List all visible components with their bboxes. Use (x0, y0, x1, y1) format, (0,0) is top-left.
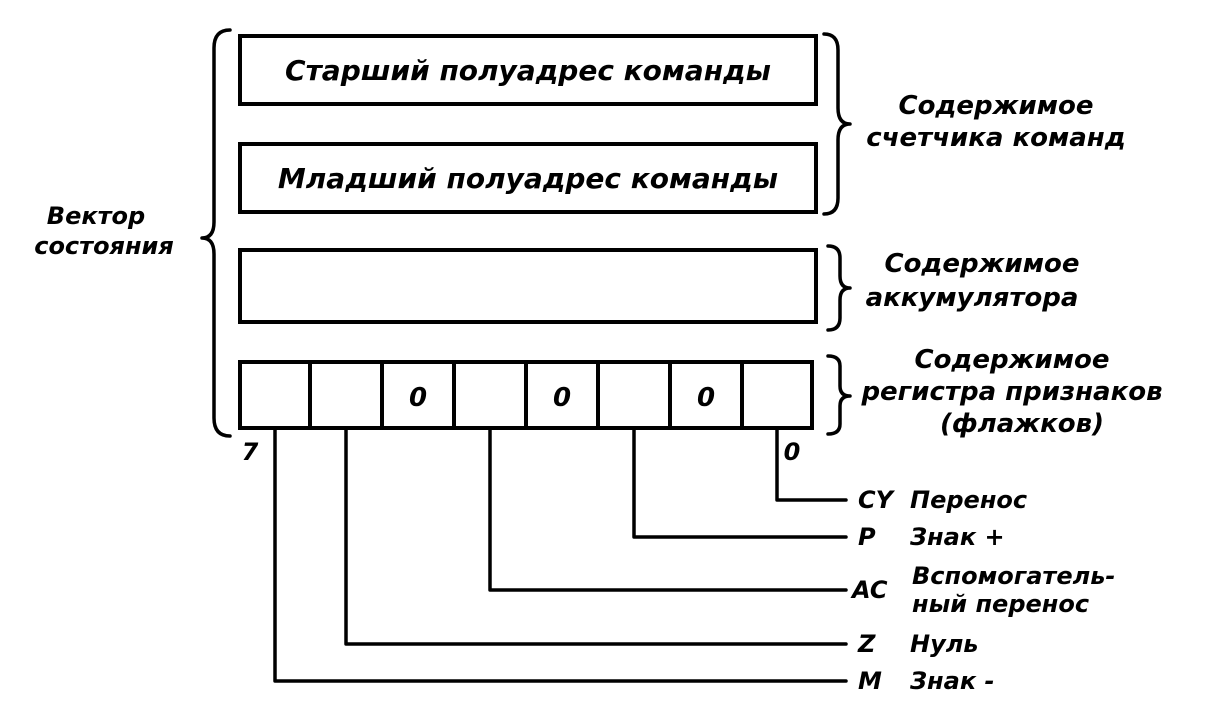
flag-desc-z: Нуль (910, 630, 978, 658)
flag-cell (380, 360, 456, 430)
accumulator-label-line2: аккумулятора (866, 283, 1079, 313)
high-half-address-label: Старший полуадрес команды (285, 54, 771, 87)
bit-index-lsb: 0 (784, 438, 801, 466)
flag-cell (308, 360, 384, 430)
flags-register-label-line2: регистра признаков (860, 377, 1162, 407)
flags-register: 0 0 0 (238, 360, 814, 430)
bit-index-msb: 7 (242, 438, 259, 466)
flags-register-brace (826, 354, 852, 436)
flag-bit-value: 0 (409, 383, 427, 413)
state-vector-label-line2: состояния (34, 232, 174, 260)
flag-cell (238, 360, 312, 430)
flag-desc-cy: Перенос (910, 486, 1027, 514)
flag-desc-p: Знак + (909, 523, 1005, 551)
connector-cy (775, 426, 848, 502)
flag-code-p: P (858, 523, 876, 551)
accumulator-label-line1: Содержимое (884, 249, 1079, 279)
program-counter-label-line1: Содержимое (898, 91, 1093, 121)
flags-register-label-line1: Содержимое (914, 345, 1109, 375)
flag-desc-ac-line1: Вспомогатель- (912, 562, 1115, 590)
flag-bit-value: 0 (697, 383, 715, 413)
flag-bit-value: 0 (553, 383, 571, 413)
connector-p (632, 426, 848, 539)
connector-m (273, 426, 848, 683)
state-vector-label-line1: Вектор (47, 202, 145, 230)
flag-cell (596, 360, 672, 430)
flag-code-z: Z (857, 630, 876, 658)
state-vector-brace (200, 28, 232, 438)
accumulator-register (238, 248, 818, 324)
high-half-address-register: Старший полуадрес команды (238, 34, 818, 106)
flag-desc-ac-line2: ный перенос (912, 590, 1089, 618)
flag-desc-m: Знак - (909, 667, 994, 695)
connector-z (344, 426, 848, 646)
connector-ac (488, 426, 848, 592)
flag-cell (740, 360, 814, 430)
program-counter-brace (822, 32, 852, 216)
flag-code-ac: AC (850, 576, 888, 604)
flags-register-label-line3: (флажков) (940, 409, 1104, 439)
low-half-address-register: Младший полуадрес команды (238, 142, 818, 214)
flag-code-m: M (858, 667, 882, 695)
program-counter-label-line2: счетчика команд (866, 123, 1126, 153)
low-half-address-label: Младший полуадрес команды (278, 162, 778, 195)
flag-code-cy: CY (858, 486, 896, 514)
flag-cell (668, 360, 744, 430)
flag-cell (452, 360, 528, 430)
accumulator-brace (826, 244, 852, 332)
